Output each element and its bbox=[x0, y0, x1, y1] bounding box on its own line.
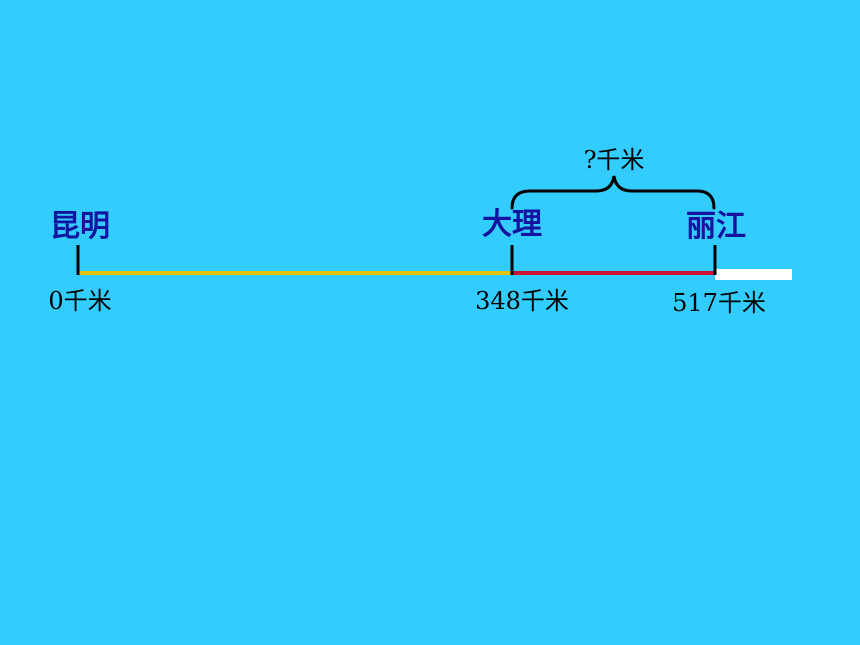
city-label-dali: 大理 bbox=[482, 207, 542, 242]
distance-brace bbox=[510, 175, 716, 210]
km-label-kunming: 0千米 bbox=[48, 287, 111, 315]
km-label-lijiang: 517千米 bbox=[672, 289, 766, 317]
km-label-dali: 348千米 bbox=[475, 287, 569, 315]
question-distance-label: ?千米 bbox=[584, 146, 645, 174]
city-label-lijiang: 丽江 bbox=[686, 209, 746, 244]
segment-remaining bbox=[715, 269, 792, 280]
city-label-kunming: 昆明 bbox=[50, 209, 110, 244]
